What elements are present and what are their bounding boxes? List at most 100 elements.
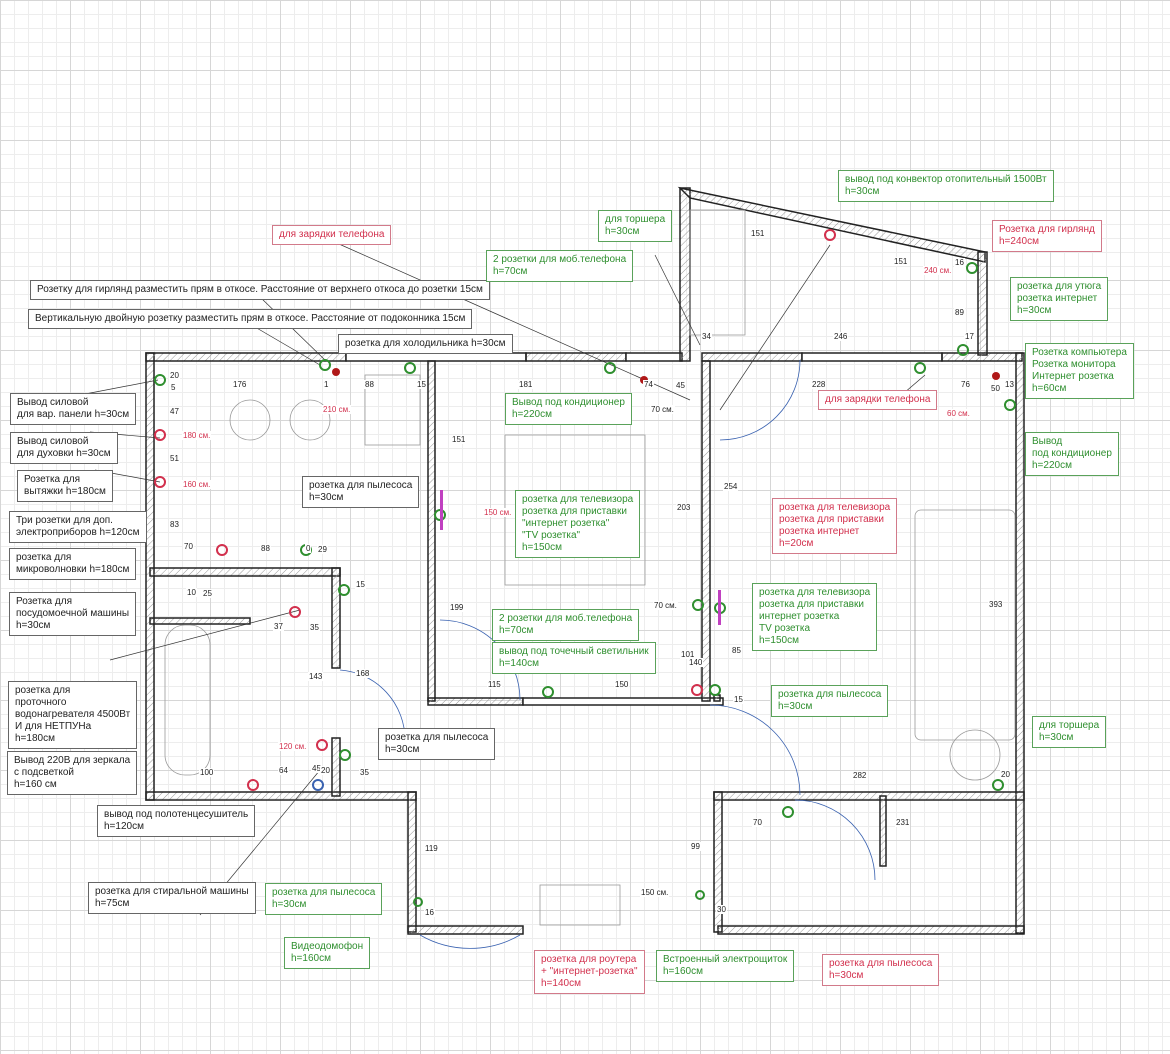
dimension: 64 xyxy=(278,766,289,775)
label-torch-balcony: для торшера h=30см xyxy=(598,210,673,242)
outlet-icon xyxy=(316,739,328,751)
label-phone-charge-top: для зарядки телефона xyxy=(272,225,392,245)
label-vacuum-entry: розетка для пылесоса h=30см xyxy=(265,883,383,915)
dimension: 15 xyxy=(733,695,744,704)
outlet-icon xyxy=(695,890,705,900)
label-intercom: Видеодомофон h=160см xyxy=(284,937,371,969)
dimension: 199 xyxy=(449,603,465,612)
dimension: 10 xyxy=(186,588,197,597)
dimension: 282 xyxy=(852,771,868,780)
dimension: 30 xyxy=(716,905,727,914)
label-ac-right: Вывод под кондиционер h=220см xyxy=(1025,432,1119,476)
dimension: 151 xyxy=(451,435,467,444)
outlet-icon xyxy=(604,362,616,374)
outlet-icon xyxy=(542,686,554,698)
dimension: 101 xyxy=(680,650,696,659)
dimension: 160 см. xyxy=(182,480,212,489)
dimension: 47 xyxy=(169,407,180,416)
label-convector: вывод под конвектор отопительный 1500Вт … xyxy=(838,170,1054,202)
dimension: 15 xyxy=(416,380,427,389)
dimension: 5 xyxy=(170,383,177,392)
outlet-icon xyxy=(216,544,228,556)
dimension: 89 xyxy=(954,308,965,317)
outlet-icon xyxy=(154,374,166,386)
label-torch-living: для торшера h=30см xyxy=(1032,716,1107,748)
dimension: 120 см. xyxy=(278,742,308,751)
label-computer: Розетка компьютера Розетка монитора Инте… xyxy=(1025,343,1134,399)
dimension: 88 xyxy=(260,544,271,553)
dimension: 16 xyxy=(424,908,435,917)
label-microwave: розетка для микроволновки h=180см xyxy=(9,548,137,580)
dimension: 60 см. xyxy=(946,409,971,418)
label-washing-machine: розетка для стиральной машины h=75см xyxy=(88,882,256,914)
dimension: 51 xyxy=(169,454,180,463)
outlet-icon xyxy=(154,476,166,488)
dimension: 37 xyxy=(273,622,284,631)
dimension: 20 xyxy=(1000,770,1011,779)
label-water-heater: розетка для проточного водонагревателя 4… xyxy=(8,681,138,749)
dimension: 1 xyxy=(323,380,330,389)
dimension: 240 см. xyxy=(923,266,953,275)
dimension: 115 xyxy=(487,680,502,689)
outlet-icon xyxy=(413,897,423,907)
tv-outlet-icon xyxy=(440,490,443,530)
dimension: 176 xyxy=(232,380,248,389)
dimension: 25 xyxy=(202,589,213,598)
label-router: розетка для роутера + "интернет-розетка"… xyxy=(534,950,645,994)
dimension: 151 xyxy=(893,257,909,266)
dimension: 100 xyxy=(199,768,215,777)
outlet-icon xyxy=(824,229,836,241)
dimension: 150 см. xyxy=(640,888,670,897)
label-ac-bedroom: Вывод под кондиционер h=220см xyxy=(505,393,632,425)
label-vacuum-hall: розетка для пылесоса h=30см xyxy=(378,728,496,760)
label-panel: Встроенный электрощиток h=160см xyxy=(656,950,795,982)
label-tv-bedroom: розетка для телевизора розетка для прист… xyxy=(515,490,641,558)
dimension: 45 xyxy=(311,764,322,773)
dimension: 254 xyxy=(723,482,739,491)
dimension: 203 xyxy=(676,503,692,512)
label-garland-right: Розетка для гирлянд h=240см xyxy=(992,220,1102,252)
outlet-icon xyxy=(966,262,978,274)
dimension: 143 xyxy=(308,672,324,681)
dimension: 17 xyxy=(964,332,975,341)
label-tv-living-green: розетка для телевизора розетка для прист… xyxy=(752,583,878,651)
outlet-icon xyxy=(1004,399,1016,411)
dimension: 29 xyxy=(317,545,328,554)
outlet-icon xyxy=(692,599,704,611)
dimension: 70 см. xyxy=(650,405,675,414)
dimension: 246 xyxy=(833,332,849,341)
label-tv-living-red: розетка для телевизора розетка для прист… xyxy=(772,498,898,554)
dimension: 151 xyxy=(750,229,766,238)
label-phones-bedroom-bottom: 2 розетки для моб.телефона h=70см xyxy=(492,609,640,641)
outlet-icon xyxy=(782,806,794,818)
label-oven: Вывод силовой для духовки h=30см xyxy=(10,432,118,464)
dimension: 13 xyxy=(1004,380,1015,389)
label-phones-bedroom-top: 2 розетки для моб.телефона h=70см xyxy=(486,250,634,282)
dimension: 231 xyxy=(895,818,911,827)
dimension: 74 xyxy=(643,380,654,389)
dimension: 180 см. xyxy=(182,431,212,440)
dimension: 168 xyxy=(355,669,371,678)
label-fridge: розетка для холодильника h=30см xyxy=(338,334,513,354)
label-iron: розетка для утюга розетка интернет h=30с… xyxy=(1010,277,1109,321)
outlet-icon xyxy=(404,362,416,374)
outlet-icon xyxy=(691,684,703,696)
dimension: 228 xyxy=(811,380,827,389)
dimension: 210 см. xyxy=(322,405,352,414)
label-vacuum-kitchen: розетка для пылесоса h=30см xyxy=(302,476,420,508)
label-phone-charge-right: для зарядки телефона xyxy=(818,390,938,410)
label-vertical-double: Вертикальную двойную розетку разместить … xyxy=(28,309,473,329)
outlet-icon xyxy=(339,749,351,761)
dimension: 85 xyxy=(731,646,742,655)
outlet-icon xyxy=(992,779,1004,791)
outlet-icon xyxy=(289,606,301,618)
dimension: 181 xyxy=(518,380,534,389)
dimension: 15 xyxy=(355,580,366,589)
outlet-icon xyxy=(709,684,721,696)
outlet-icon xyxy=(338,584,350,596)
label-dishwasher: Розетка для посудомоечной машины h=30см xyxy=(9,592,137,636)
dimension: 16 xyxy=(954,258,965,267)
label-hood: Розетка для вытяжки h=180см xyxy=(17,470,113,502)
outlet-icon xyxy=(319,359,331,371)
